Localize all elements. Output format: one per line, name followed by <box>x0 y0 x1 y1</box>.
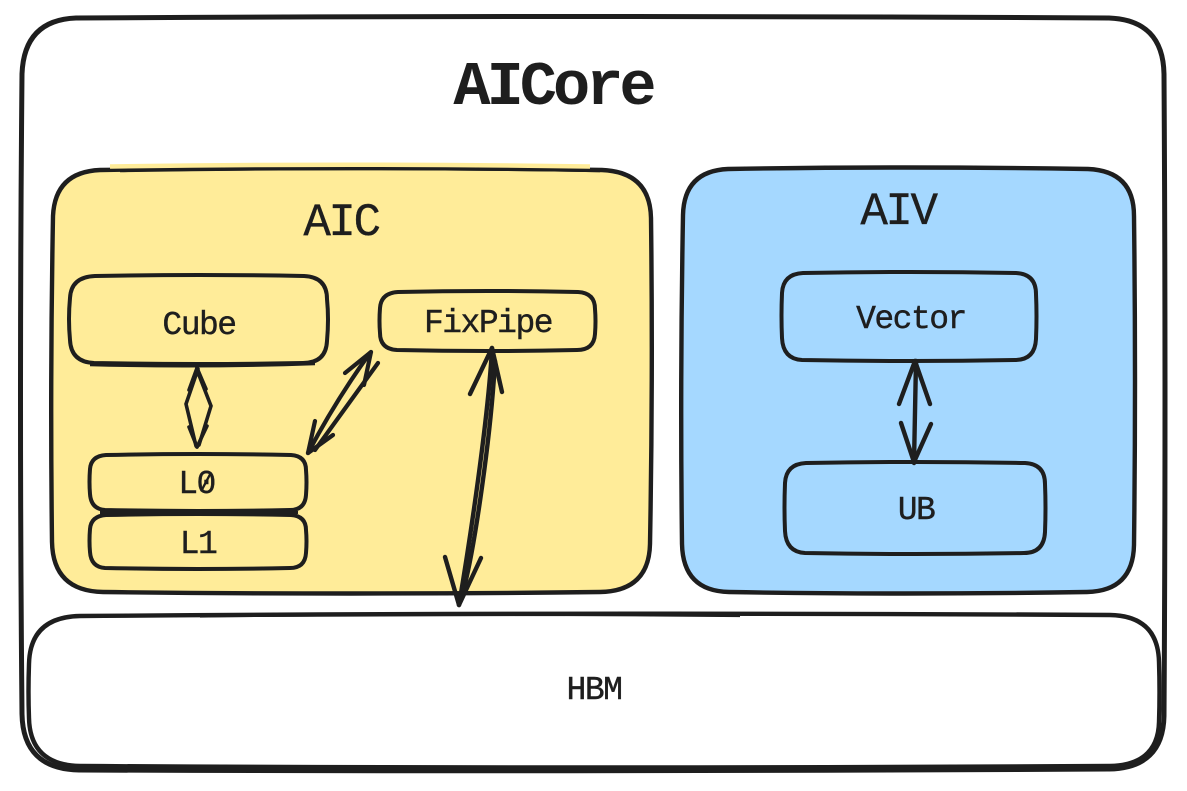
svg-text:HBM: HBM <box>567 672 622 709</box>
svg-text:L0: L0 <box>178 466 215 503</box>
svg-text:Cube: Cube <box>162 307 235 344</box>
svg-text:AIC: AIC <box>303 197 379 249</box>
svg-text:UB: UB <box>898 492 935 529</box>
svg-text:FixPipe: FixPipe <box>424 305 552 342</box>
svg-text:L1: L1 <box>180 526 217 563</box>
svg-text:AIV: AIV <box>860 186 938 238</box>
svg-text:Vector: Vector <box>856 301 966 338</box>
svg-text:AICore: AICore <box>453 52 654 123</box>
